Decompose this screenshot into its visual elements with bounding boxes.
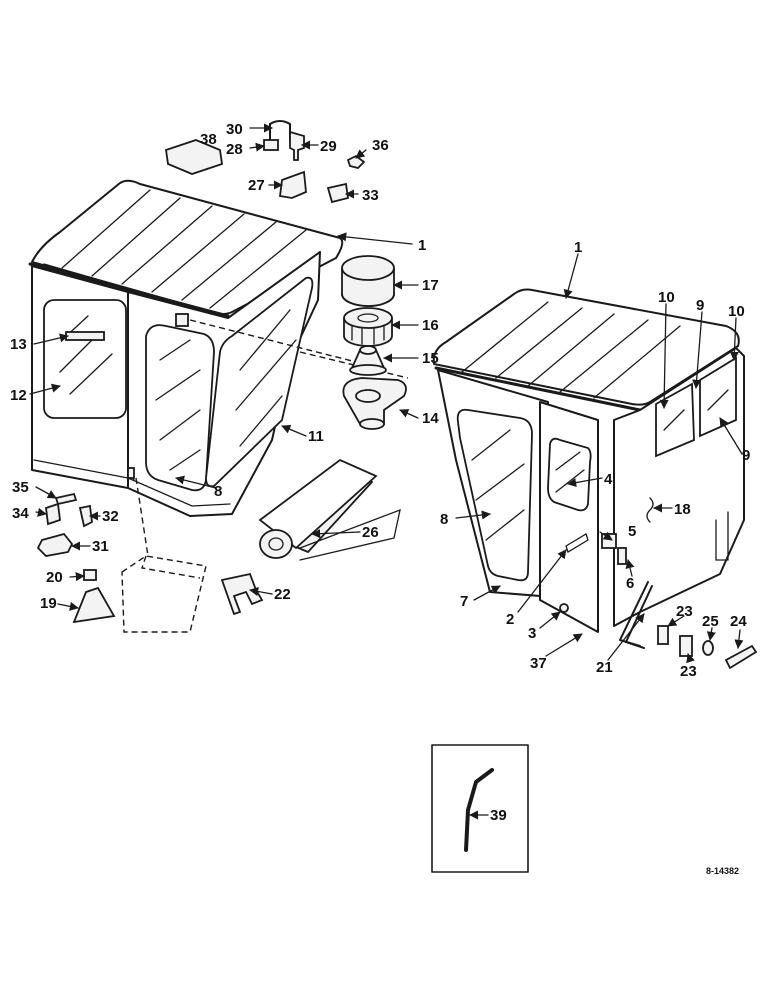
right-cab-door xyxy=(539,401,599,633)
right-cab xyxy=(432,288,745,649)
part-26 xyxy=(258,458,401,561)
label-9-top: 9 xyxy=(696,297,704,314)
part-36 xyxy=(346,154,366,169)
right-roof-ribs xyxy=(461,301,681,399)
part-38 xyxy=(165,139,223,175)
dashed-box xyxy=(121,555,207,633)
part-28 xyxy=(263,139,279,151)
left-cab xyxy=(28,179,409,517)
label-37: 37 xyxy=(530,655,547,672)
label-4: 4 xyxy=(604,471,613,488)
label-32: 32 xyxy=(102,508,119,525)
label-14: 14 xyxy=(422,410,439,427)
label-21: 21 xyxy=(596,659,613,676)
label-10-right: 10 xyxy=(728,303,745,320)
label-6: 6 xyxy=(626,575,634,592)
label-36: 36 xyxy=(372,137,389,154)
front-door-glass xyxy=(145,324,215,492)
label-23-bottom: 23 xyxy=(680,663,697,680)
part-19 xyxy=(72,586,116,624)
label-30: 30 xyxy=(226,121,243,138)
small-parts xyxy=(36,120,758,873)
label-5: 5 xyxy=(628,523,636,540)
label-1-right: 1 xyxy=(574,239,582,256)
label-8-right: 8 xyxy=(440,511,448,528)
window-latch xyxy=(65,331,105,341)
right-front-glass xyxy=(456,408,533,582)
part-20 xyxy=(83,569,97,581)
label-16: 16 xyxy=(422,317,439,334)
part-31 xyxy=(36,532,74,557)
label-19: 19 xyxy=(40,595,57,612)
left-roof-ribs xyxy=(43,189,307,313)
part-39 xyxy=(464,768,494,852)
part-32 xyxy=(78,504,93,528)
part-27 xyxy=(278,170,307,199)
part-23-plate-b xyxy=(679,635,693,657)
part-33 xyxy=(326,182,350,204)
part-14 xyxy=(342,377,407,430)
leader-lines xyxy=(29,123,744,820)
part-30 xyxy=(269,120,291,141)
side-window-glass xyxy=(43,299,127,419)
label-23-top: 23 xyxy=(676,603,693,620)
label-27: 27 xyxy=(248,177,265,194)
part-23-plate-a xyxy=(657,625,669,645)
label-2: 2 xyxy=(506,611,514,628)
label-11: 11 xyxy=(308,428,324,445)
label-10-left: 10 xyxy=(658,289,675,306)
part-24 xyxy=(724,644,758,670)
part-16 xyxy=(343,307,393,347)
label-34: 34 xyxy=(12,505,29,522)
label-31: 31 xyxy=(92,538,109,555)
part-25 xyxy=(702,640,714,656)
label-28: 28 xyxy=(226,141,243,158)
label-13: 13 xyxy=(10,336,27,353)
part-29 xyxy=(289,130,305,161)
label-20: 20 xyxy=(46,569,63,586)
part-15 xyxy=(349,345,387,376)
label-35: 35 xyxy=(12,479,29,496)
part-34 xyxy=(45,502,61,526)
inset-box xyxy=(431,744,529,873)
drawing-code: 8-14382 xyxy=(706,866,739,876)
part-labels: 30 28 29 36 38 27 33 1 17 16 15 14 11 13… xyxy=(10,121,750,876)
label-25: 25 xyxy=(702,613,719,630)
label-38: 38 xyxy=(200,131,217,148)
label-26: 26 xyxy=(362,524,379,541)
label-29: 29 xyxy=(320,138,337,155)
rear-window-right xyxy=(699,356,737,438)
part-22 xyxy=(220,572,264,616)
label-8-left: 8 xyxy=(214,483,222,500)
latch-plate xyxy=(601,533,617,549)
label-18: 18 xyxy=(674,501,691,518)
label-39: 39 xyxy=(490,807,507,824)
label-1-left: 1 xyxy=(418,237,426,254)
label-24: 24 xyxy=(730,613,747,630)
part-35 xyxy=(54,492,78,506)
label-15: 15 xyxy=(422,350,439,367)
label-17: 17 xyxy=(422,277,439,294)
label-7: 7 xyxy=(460,593,468,610)
right-cab-roof xyxy=(432,288,740,406)
label-9-bottom: 9 xyxy=(742,447,750,464)
label-12: 12 xyxy=(10,387,27,404)
cab-fitting xyxy=(175,313,189,327)
label-22: 22 xyxy=(274,586,291,603)
part-17 xyxy=(341,255,395,307)
label-3: 3 xyxy=(528,625,536,642)
label-33: 33 xyxy=(362,187,379,204)
